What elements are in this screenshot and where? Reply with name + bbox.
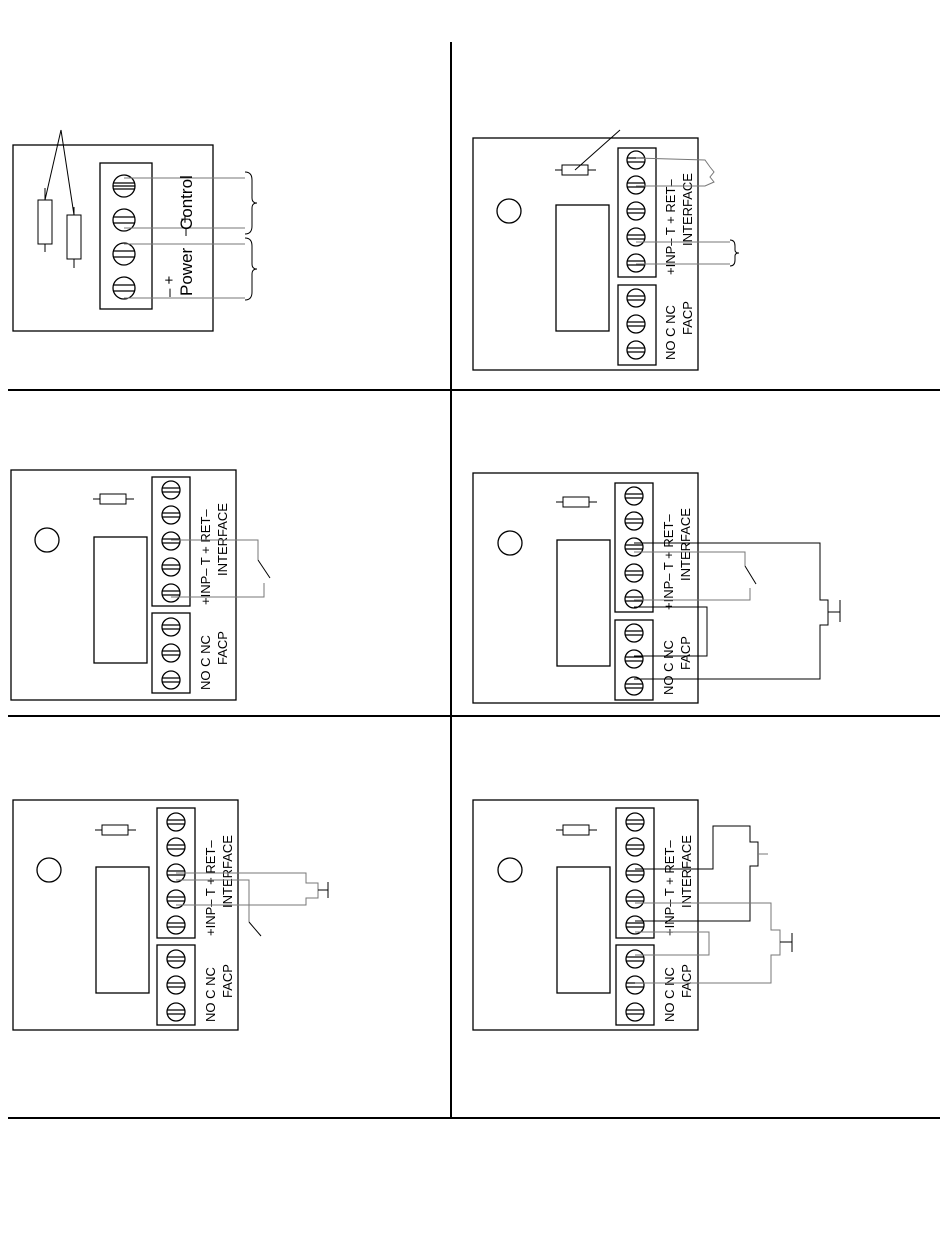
grid-lines [8, 42, 940, 1118]
leader-line [45, 130, 61, 200]
resistor [563, 497, 589, 507]
interface-label: INTERFACE [215, 503, 230, 576]
resistor [100, 494, 126, 504]
facp-terminal-labels: NO C NC [198, 635, 213, 690]
facp-terminal-labels: NO C NC [663, 305, 678, 360]
facp-label: FACP [215, 631, 230, 665]
switch-contact [249, 922, 261, 936]
leader-line [61, 130, 74, 215]
relay-component [96, 867, 149, 993]
relay-component [94, 537, 147, 663]
terminal-screw [113, 277, 135, 299]
terminal-block [100, 163, 152, 309]
facp-terminal-labels: NO C NC [661, 640, 676, 695]
facp-label: FACP [220, 964, 235, 998]
control-label: Control [177, 175, 196, 230]
power-label: Power [177, 247, 196, 296]
terminal-screw [113, 243, 135, 265]
interface-terminal-block [152, 477, 190, 606]
facp-label: FACP [680, 301, 695, 335]
brace [730, 240, 739, 266]
mounting-hole [35, 528, 59, 552]
interface-terminal-block [616, 808, 654, 938]
switch-wire [634, 588, 750, 600]
interface-terminal-block [615, 483, 653, 612]
brace [245, 172, 257, 234]
mounting-hole [498, 531, 522, 555]
facp-terminal-labels: NO C NC [662, 967, 677, 1022]
mounting-hole [498, 858, 522, 882]
panel-2-interface-module: +INP– T + RET– INTERFACE NO C NC FACP [473, 130, 739, 370]
interface-label: INTERFACE [678, 508, 693, 581]
panel-6-interface-module: +INP– T + RET– INTERFACE NO C NC FACP [473, 800, 792, 1030]
pushbutton-wire [176, 873, 318, 905]
interface-terminal-labels: +INP– T + RET– [662, 840, 677, 936]
panel-3-interface-module: +INP– T + RET– INTERFACE NO C NC FACP [11, 470, 270, 700]
interface-terminal-labels: +INP– T + RET– [661, 514, 676, 610]
leader-line [575, 130, 620, 170]
interface-terminal-labels: +INP– T + RET– [203, 840, 218, 936]
facp-label: FACP [679, 964, 694, 998]
relay-component [557, 867, 610, 993]
relay-component [556, 205, 609, 331]
switch-wire [171, 583, 264, 597]
component [67, 215, 81, 259]
relay-component [557, 540, 610, 666]
switch-contact [258, 560, 270, 578]
mounting-hole [37, 858, 61, 882]
panel-1-power-control: – + Control – + Power [13, 130, 257, 331]
pushbutton-wire [635, 903, 780, 983]
module-housing [13, 145, 213, 331]
panel-5-interface-module: +INP– T + RET– INTERFACE NO C NC FACP [13, 800, 328, 1030]
mounting-hole [497, 199, 521, 223]
facp-terminal-block [618, 285, 656, 365]
power-signs: – + [161, 275, 178, 297]
interface-label: INTERFACE [680, 173, 695, 246]
interface-terminal-labels: +INP– T + RET– [198, 509, 213, 605]
resistor [102, 825, 128, 835]
interface-terminal-labels: +INP– T + RET– [663, 179, 678, 275]
switch-contact [745, 566, 756, 584]
resistor [563, 825, 589, 835]
brace [245, 238, 257, 300]
panel-4-interface-module: +INP– T + RET– INTERFACE NO C NC FACP [473, 473, 840, 703]
interface-label: INTERFACE [679, 835, 694, 908]
facp-label: FACP [678, 636, 693, 670]
interface-label: INTERFACE [220, 835, 235, 908]
component [38, 200, 52, 244]
facp-terminal-labels: NO C NC [203, 967, 218, 1022]
